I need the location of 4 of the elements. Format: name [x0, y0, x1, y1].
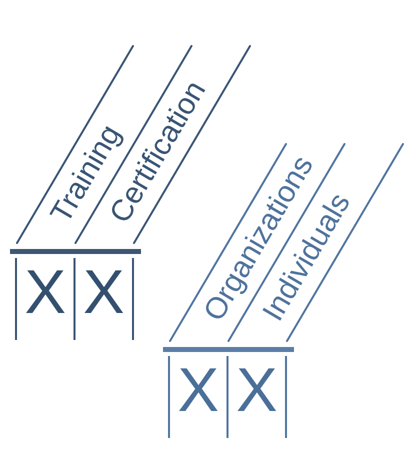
table-entry: X: [24, 270, 67, 317]
table-entry: X: [82, 270, 126, 317]
table-entry: X: [176, 368, 220, 415]
table-entry: X: [235, 368, 278, 415]
